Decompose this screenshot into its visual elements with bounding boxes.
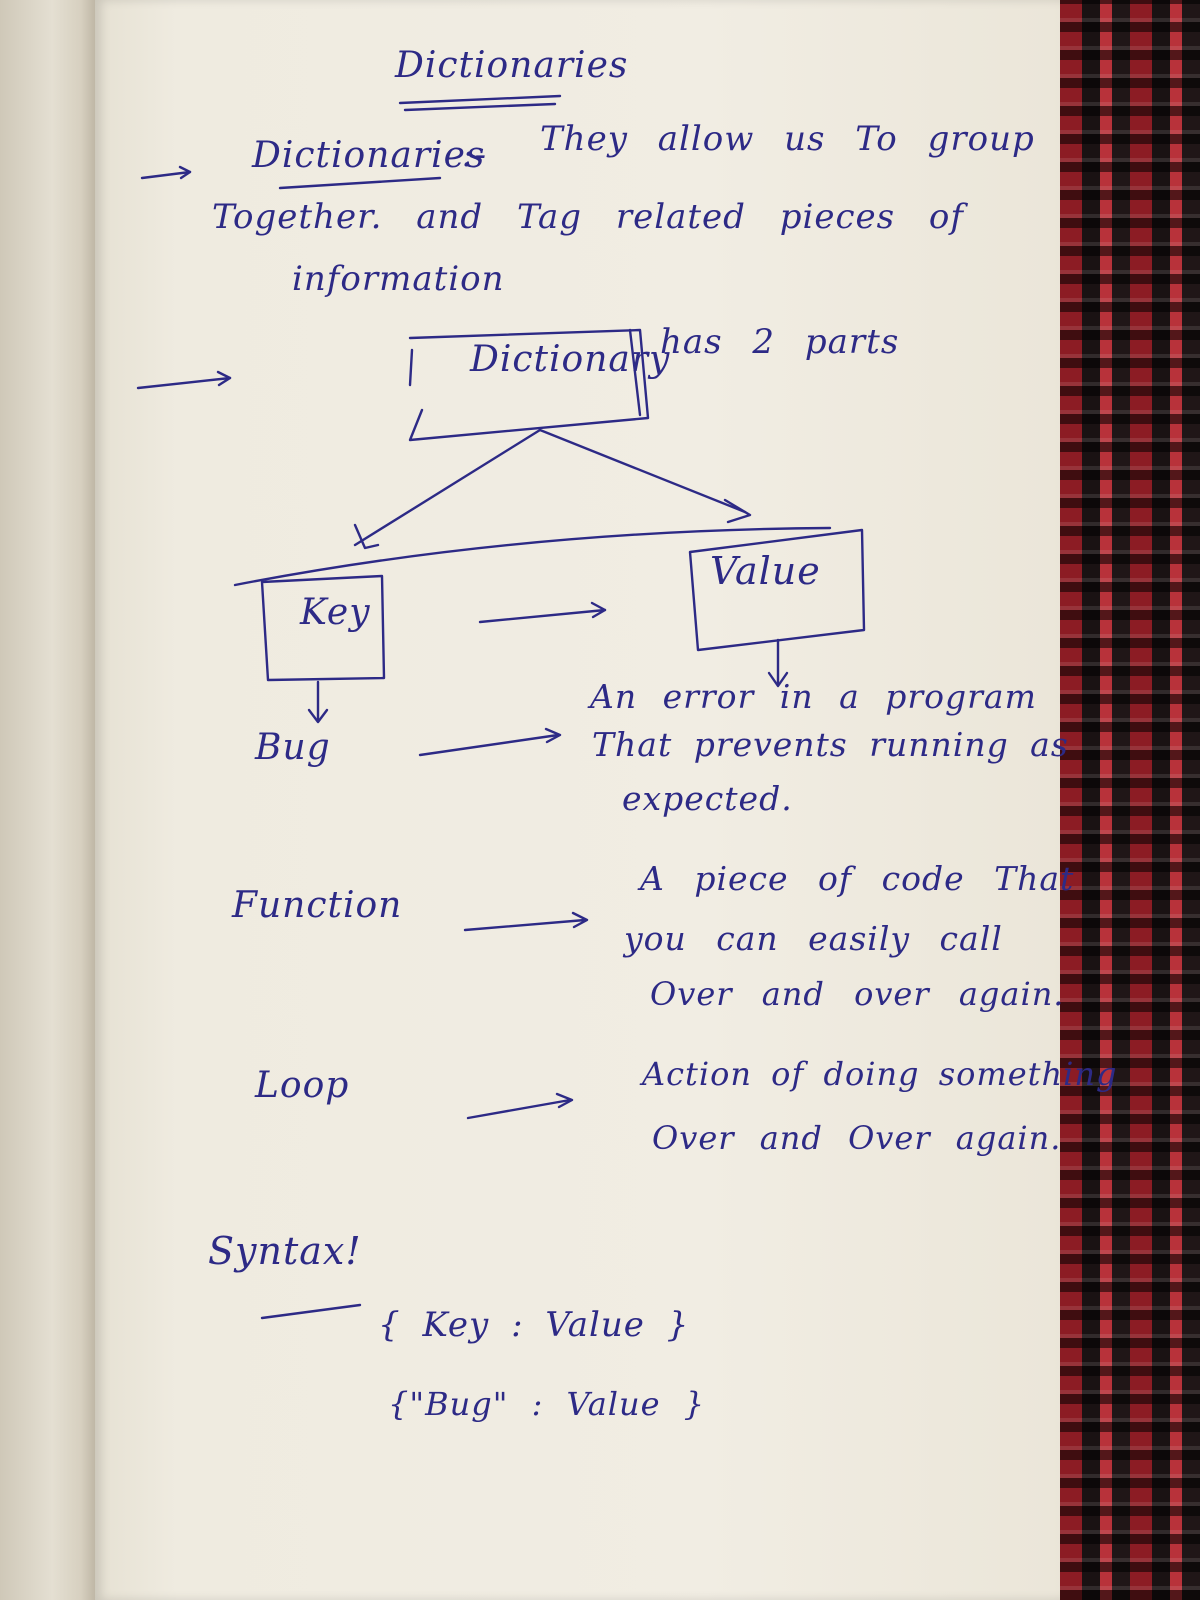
entry-value-bug-1: An error in a program <box>590 677 1037 716</box>
definition-separator: :- <box>462 135 487 175</box>
entry-value-bug-3: expected. <box>622 779 793 818</box>
entry-key-loop: Loop <box>255 1065 350 1106</box>
entry-key-function: Function <box>232 885 403 926</box>
checkered-cloth <box>1060 0 1200 1600</box>
definition-line-1: They allow us To group <box>540 119 1035 159</box>
syntax-line-1: { Key : Value } <box>378 1305 690 1345</box>
definition-line-3: information <box>292 259 505 299</box>
entry-key-bug: Bug <box>255 727 331 768</box>
value-box-label: Value <box>710 549 821 593</box>
entry-value-function-3: Over and over again. <box>650 975 1065 1013</box>
notebook-spine <box>0 0 95 1600</box>
entry-value-bug-2: That prevents running as <box>592 725 1069 764</box>
key-box-label: Key <box>300 592 371 633</box>
definition-term: Dictionaries <box>252 135 486 176</box>
entry-value-function-1: A piece of code That <box>640 859 1075 898</box>
definition-line-2: Together. and Tag related pieces of <box>212 197 964 237</box>
syntax-heading: Syntax! <box>208 1229 362 1273</box>
syntax-line-2: {"Bug" : Value } <box>388 1385 706 1423</box>
entry-value-loop-1: Action of doing something <box>642 1055 1118 1093</box>
dictionary-box-label: Dictionary <box>470 339 671 380</box>
entry-value-function-2: you can easily call <box>624 919 1003 958</box>
dictionary-parts-note: has 2 parts <box>660 322 900 362</box>
page-title: Dictionaries <box>395 45 629 86</box>
entry-value-loop-2: Over and Over again. <box>652 1119 1062 1157</box>
notebook-page <box>95 0 1115 1600</box>
